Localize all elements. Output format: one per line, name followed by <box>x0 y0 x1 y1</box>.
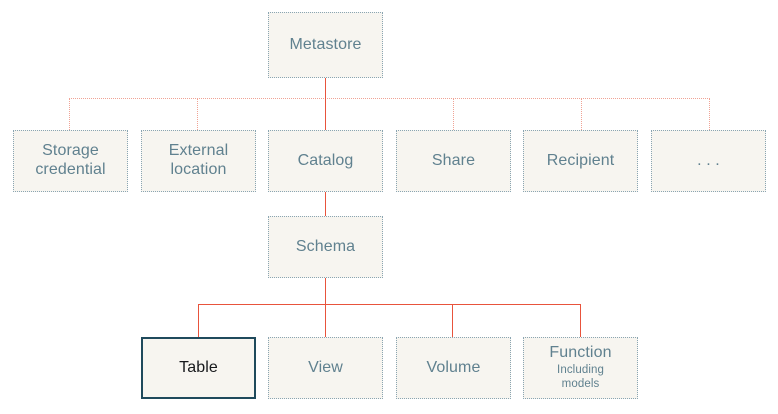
node-recipient-label: Recipient <box>546 151 615 169</box>
node-storage-credential[interactable]: Storage credential <box>13 130 128 192</box>
node-metastore[interactable]: Metastore <box>268 12 383 78</box>
node-external-location[interactable]: External location <box>141 130 256 192</box>
connector-to-function <box>580 304 581 337</box>
node-recipient[interactable]: Recipient <box>523 130 638 192</box>
node-catalog[interactable]: Catalog <box>268 130 383 192</box>
connector-catalog-to-schema <box>325 192 326 216</box>
node-schema-label: Schema <box>295 237 356 255</box>
node-schema[interactable]: Schema <box>268 216 383 278</box>
node-more-label: . . . <box>697 151 720 169</box>
connector-to-catalog <box>325 98 326 130</box>
node-table-label: Table <box>179 358 218 376</box>
node-function-sublabel: Including models <box>557 364 604 390</box>
connector-metastore-stem <box>325 78 326 99</box>
connector-schema-stem <box>325 278 326 305</box>
node-view-label: View <box>308 358 343 376</box>
connector-to-view <box>325 304 326 337</box>
node-more[interactable]: . . . <box>651 130 766 192</box>
node-storage-credential-label: Storage credential <box>35 142 106 178</box>
connector-to-external-location <box>197 98 198 130</box>
node-function[interactable]: Function Including models <box>523 337 638 399</box>
connector-metastore-bus <box>69 98 710 99</box>
node-function-label: Function <box>549 344 612 362</box>
connector-schema-bus <box>198 304 581 305</box>
connector-to-volume <box>452 304 453 337</box>
node-volume[interactable]: Volume <box>396 337 511 399</box>
connector-to-more <box>709 98 710 130</box>
connector-to-share <box>453 98 454 130</box>
node-share-label: Share <box>431 151 476 169</box>
node-table[interactable]: Table <box>141 337 256 399</box>
node-share[interactable]: Share <box>396 130 511 192</box>
connector-to-storage-credential <box>69 98 70 130</box>
node-external-location-label: External location <box>168 142 229 178</box>
node-view[interactable]: View <box>268 337 383 399</box>
node-volume-label: Volume <box>426 358 481 376</box>
node-catalog-label: Catalog <box>297 151 354 169</box>
connector-to-recipient <box>581 98 582 130</box>
node-metastore-label: Metastore <box>289 35 362 53</box>
connector-to-table <box>198 304 199 337</box>
